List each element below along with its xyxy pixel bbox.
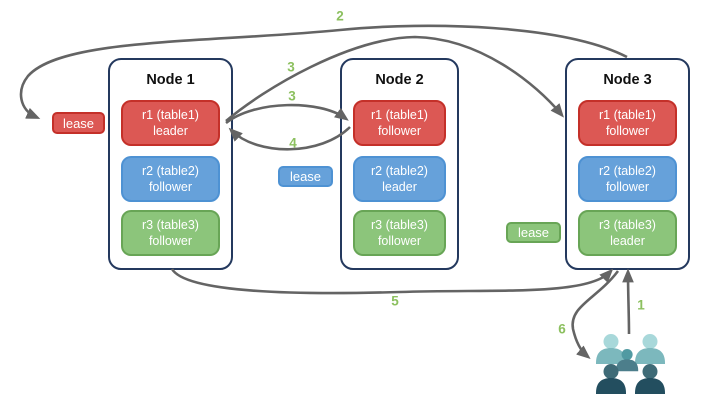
node-3-range-r1: r1 (table1) follower	[578, 100, 677, 146]
lease-badge-r2: lease	[278, 166, 333, 187]
user-middle	[616, 349, 639, 372]
user-back-left	[596, 334, 626, 364]
node-3-range-r2: r2 (table2) follower	[578, 156, 677, 202]
step-label-3a: 3	[287, 59, 295, 75]
node-1-range-r2: r2 (table2) follower	[121, 156, 220, 202]
users-group-icon	[596, 334, 665, 394]
range-role: follower	[605, 124, 650, 138]
range-role: leader	[153, 124, 188, 138]
range-role: leader	[382, 180, 417, 194]
node-1-box: Node 1 r1 (table1) leader r2 (table2) fo…	[108, 58, 233, 270]
node-3-box: Node 3 r1 (table1) follower r2 (table2) …	[565, 58, 690, 270]
arrow-step3-leader-to-node2	[225, 103, 349, 125]
range-role: leader	[610, 234, 645, 248]
node-3-title: Node 3	[603, 72, 652, 88]
range-label: r3 (table3)	[142, 218, 199, 232]
range-label: r1 (table1)	[142, 108, 199, 122]
step-label-4: 4	[289, 135, 297, 151]
range-label: r3 (table3)	[371, 218, 428, 232]
step-label-6: 6	[558, 321, 566, 337]
range-label: r2 (table2)	[371, 164, 428, 178]
range-label: r3 (table3)	[599, 218, 656, 232]
range-label: r1 (table1)	[371, 108, 428, 122]
node-3-range-r3: r3 (table3) leader	[578, 210, 677, 256]
range-role: follower	[377, 234, 422, 248]
step-label-3b: 3	[288, 88, 296, 104]
range-label: r2 (table2)	[599, 164, 656, 178]
step-label-5: 5	[391, 293, 399, 309]
range-role: follower	[148, 234, 193, 248]
range-label: r1 (table1)	[599, 108, 656, 122]
arrow-step6-node3-to-users	[571, 270, 620, 359]
user-back-right	[635, 334, 665, 364]
node-2-range-r1: r1 (table1) follower	[353, 100, 446, 146]
step-label-1: 1	[637, 297, 645, 313]
node-1-range-r3: r3 (table3) follower	[121, 210, 220, 256]
user-front-right	[635, 364, 665, 394]
step-label-2: 2	[336, 8, 344, 24]
range-role: follower	[605, 180, 650, 194]
node-2-range-r2: r2 (table2) leader	[353, 156, 446, 202]
arrow-step5-node1-to-node3	[170, 268, 614, 295]
range-role: follower	[148, 180, 193, 194]
range-role: follower	[377, 124, 422, 138]
node-1-range-r1: r1 (table1) leader	[121, 100, 220, 146]
user-front-left	[596, 364, 626, 394]
lease-badge-r3: lease	[506, 222, 561, 243]
node-2-title: Node 2	[375, 72, 424, 88]
arrow-step1-users-to-node3	[622, 268, 634, 335]
node-2-range-r3: r3 (table3) follower	[353, 210, 446, 256]
node-2-box: Node 2 r1 (table1) follower r2 (table2) …	[340, 58, 459, 270]
node-1-title: Node 1	[146, 72, 195, 88]
range-label: r2 (table2)	[142, 164, 199, 178]
lease-badge-r1: lease	[52, 112, 105, 134]
